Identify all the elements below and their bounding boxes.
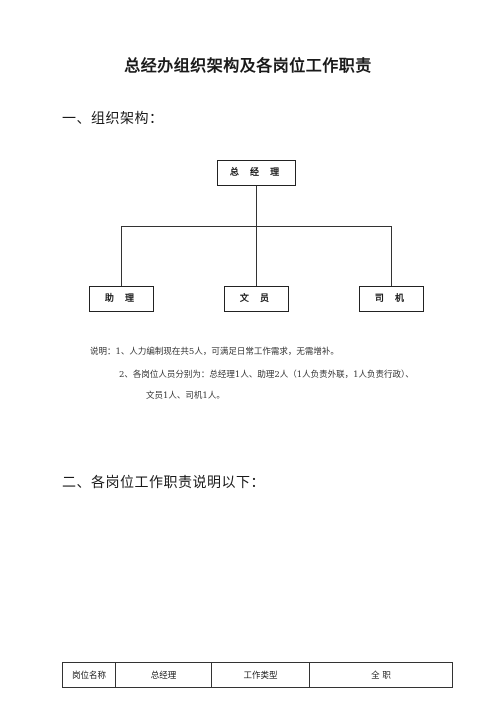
note-line-1: 说明：1、人力编制现在共5人，可满足日常工作需求，无需增补。 — [90, 347, 339, 357]
note-line-3: 文员1人、司机1人。 — [146, 391, 225, 401]
section-heading-duties: 二、各岗位工作职责说明以下： — [62, 475, 265, 491]
org-connector-middle — [256, 226, 257, 286]
note-line-2: 2、各岗位人员分别为：总经理1人、助理2人（1人负责外联，1人负责行政）、 — [119, 370, 414, 380]
table-cell-position-value: 总经理 — [115, 662, 212, 688]
org-box-general-manager: 总 经 理 — [217, 160, 296, 186]
org-box-driver: 司 机 — [359, 286, 424, 312]
table-cell-label-worktype: 工作类型 — [211, 662, 310, 688]
org-connector-left — [121, 226, 122, 286]
org-connector-right — [391, 226, 392, 286]
org-box-assistant: 助 理 — [89, 286, 154, 312]
table-cell-worktype-value: 全 职 — [309, 662, 453, 688]
org-box-clerk: 文 员 — [224, 286, 289, 312]
section-heading-structure: 一、组织架构： — [62, 111, 164, 127]
document-title: 总经办组织架构及各岗位工作职责 — [124, 56, 372, 75]
table-row: 岗位名称 总经理 工作类型 全 职 — [62, 662, 453, 688]
table-cell-label-position: 岗位名称 — [62, 662, 116, 688]
position-info-table: 岗位名称 总经理 工作类型 全 职 — [62, 662, 453, 688]
org-connector-vertical — [256, 186, 257, 226]
